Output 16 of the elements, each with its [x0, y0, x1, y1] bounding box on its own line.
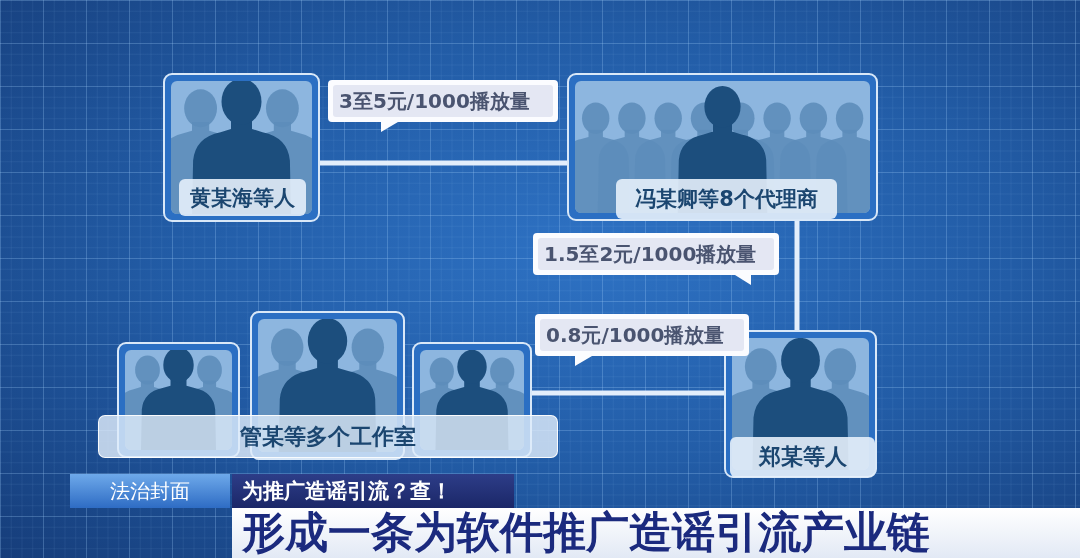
connector-line	[794, 221, 800, 330]
subtitle-bar: 为推广造谣引流？查！	[232, 474, 514, 508]
name-banner: 管某等多个工作室	[98, 415, 558, 458]
name-plate: 冯某卿等8个代理商	[616, 179, 837, 219]
person-card	[163, 73, 320, 222]
speech-bubble: 0.8元/1000播放量	[535, 314, 749, 366]
name-plate: 黄某海等人	[179, 179, 306, 216]
headline-bar: 形成一条为软件推广造谣引流产业链	[232, 508, 1080, 558]
connector-line	[320, 160, 567, 166]
person-card	[567, 73, 878, 221]
name-plate: 郑某等人	[730, 437, 875, 477]
person-card	[724, 330, 877, 478]
topic-tab: 法治封面	[70, 474, 230, 508]
speech-bubble: 3至5元/1000播放量	[328, 80, 558, 132]
connector-line	[532, 390, 724, 396]
speech-bubble: 1.5至2元/1000播放量	[533, 233, 779, 285]
